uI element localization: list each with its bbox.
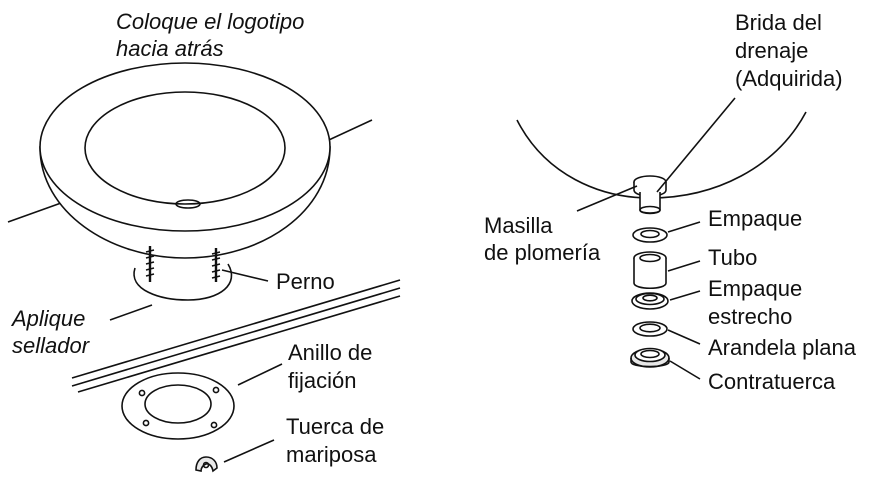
sink-drain-hole: [175, 199, 201, 209]
logo-note-line-2: hacia atrás: [116, 36, 224, 61]
tube: [633, 251, 667, 290]
narrow-gasket-leader: [669, 290, 701, 301]
drain-flange-label-line-2: drenaje: [735, 38, 808, 63]
flat-washer-label: Arandela plana: [708, 335, 857, 360]
mounting-ring-label-line-1: Anillo de: [288, 340, 372, 365]
sealer-label-line-2: sellador: [12, 333, 91, 358]
vessel-sink-assembly: Coloque el logotipo hacia atrás Aplique …: [7, 9, 401, 473]
plumbers-putty-label-line-2: de plomería: [484, 240, 601, 265]
drain-flange-label-line-1: Brida del: [735, 10, 822, 35]
gasket-leader: [667, 221, 701, 233]
bolt-label: Perno: [276, 269, 335, 294]
sink-basin: [84, 91, 286, 205]
tube-leader: [667, 260, 701, 272]
tube-label: Tubo: [708, 245, 757, 270]
countertop-hole: [133, 263, 233, 301]
flat-washer-leader: [667, 329, 701, 345]
mounting-ring-leader: [237, 363, 283, 386]
bolt-leader: [221, 269, 269, 282]
countertop-front-edge-lower: [71, 287, 401, 387]
mounting-ring-label-line-2: fijación: [288, 368, 356, 393]
sink-rim: [39, 62, 331, 232]
lock-nut-label: Contratuerca: [708, 369, 836, 394]
sealer-label-line-1: Aplique: [10, 306, 85, 331]
gasket: [632, 227, 668, 243]
narrow-gasket-label-line-2: estrecho: [708, 304, 792, 329]
plumbers-putty-label-line-1: Masilla: [484, 213, 553, 238]
countertop-front-edge: [71, 279, 401, 379]
drain-assembly: Brida del drenaje (Adquirida) Masilla de…: [484, 10, 857, 394]
countertop-underside: [77, 295, 401, 393]
wing-nut-icon: [195, 456, 218, 473]
lock-nut: [630, 347, 670, 368]
narrow-gasket: [631, 292, 669, 310]
plumbers-putty-leader: [576, 185, 638, 212]
sealer-leader: [109, 304, 153, 321]
bolt: [145, 246, 221, 282]
narrow-gasket-label-line-1: Empaque: [708, 276, 802, 301]
mounting-ring: [121, 372, 235, 440]
lock-nut-leader: [669, 360, 701, 380]
wing-nut-label-line-1: Tuerca de: [286, 414, 384, 439]
drain-flange-leader: [656, 97, 736, 193]
wing-nut-leader: [223, 439, 275, 463]
gasket-label: Empaque: [708, 206, 802, 231]
flat-washer: [632, 321, 668, 337]
drain-flange-label-line-3: (Adquirida): [735, 66, 843, 91]
logo-note-line-1: Coloque el logotipo: [116, 9, 304, 34]
drain-flange: [633, 175, 667, 215]
wing-nut-label-line-2: mariposa: [286, 442, 377, 467]
